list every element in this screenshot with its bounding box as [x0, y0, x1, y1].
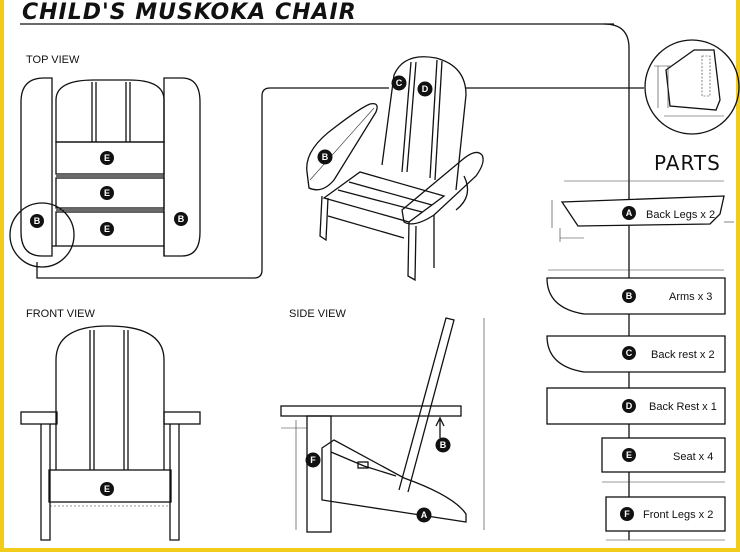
- part-e-marker: E: [622, 448, 636, 462]
- part-d-marker: D: [622, 399, 636, 413]
- svg-text:C: C: [626, 348, 633, 358]
- joint-detail-circle: [644, 39, 740, 135]
- part-back-legs: [551, 180, 734, 242]
- svg-text:A: A: [626, 208, 633, 218]
- side-view-marker-a: A: [416, 507, 432, 523]
- svg-text:E: E: [104, 484, 110, 494]
- part-f-label: Front Legs x 2: [643, 509, 713, 521]
- top-view-marker-b-right: B: [174, 212, 188, 226]
- part-e-label: Seat x 4: [673, 451, 713, 463]
- part-d-label: Back Rest x 1: [649, 401, 717, 413]
- svg-text:D: D: [626, 401, 633, 411]
- top-view-marker-b-left: B: [30, 214, 44, 228]
- svg-text:B: B: [626, 291, 633, 301]
- svg-text:E: E: [104, 188, 110, 198]
- top-view-marker-e3: E: [100, 222, 114, 236]
- part-b-label: Arms x 3: [669, 291, 712, 303]
- top-view-marker-e2: E: [100, 186, 114, 200]
- svg-text:E: E: [626, 450, 632, 460]
- side-view-marker-b: B: [435, 437, 451, 453]
- perspective-marker-c: C: [391, 75, 407, 91]
- top-view-label: TOP VIEW: [26, 54, 80, 66]
- part-f-marker: F: [620, 507, 634, 521]
- svg-text:A: A: [421, 510, 428, 520]
- parts-divider-line: [603, 23, 630, 540]
- perspective-marker-b: B: [317, 149, 333, 165]
- front-view-drawing: [20, 325, 201, 541]
- part-c-label: Back rest x 2: [651, 349, 715, 361]
- perspective-marker-d: D: [417, 81, 433, 97]
- svg-text:D: D: [422, 84, 429, 94]
- svg-text:F: F: [624, 509, 630, 519]
- perspective-drawing: [306, 56, 644, 282]
- part-b-marker: B: [622, 289, 636, 303]
- part-a-label: Back Legs x 2: [646, 209, 715, 221]
- front-view-marker-e: E: [100, 482, 114, 496]
- svg-text:E: E: [104, 153, 110, 163]
- blueprint-canvas: CHILD'S MUSKOKA CHAIR TOP VIEW E E E B B: [9, 0, 740, 541]
- svg-text:B: B: [440, 440, 447, 450]
- svg-text:B: B: [322, 152, 329, 162]
- svg-text:F: F: [310, 455, 316, 465]
- svg-text:B: B: [34, 216, 41, 226]
- svg-text:C: C: [396, 78, 403, 88]
- part-c-marker: C: [622, 346, 636, 360]
- side-view-marker-f: F: [305, 452, 321, 468]
- part-back-rest-c: [546, 335, 726, 373]
- top-view-drawing: [9, 77, 389, 279]
- sheet-title: CHILD'S MUSKOKA CHAIR: [22, 0, 357, 25]
- part-back-rest-d: [546, 387, 726, 425]
- parts-heading: PARTS: [654, 151, 721, 175]
- front-view-label: FRONT VIEW: [26, 308, 95, 320]
- part-a-marker: A: [622, 206, 636, 220]
- svg-text:B: B: [178, 214, 185, 224]
- side-view-drawing: [280, 317, 485, 533]
- side-view-label: SIDE VIEW: [289, 308, 346, 320]
- top-view-marker-e1: E: [100, 151, 114, 165]
- svg-text:E: E: [104, 224, 110, 234]
